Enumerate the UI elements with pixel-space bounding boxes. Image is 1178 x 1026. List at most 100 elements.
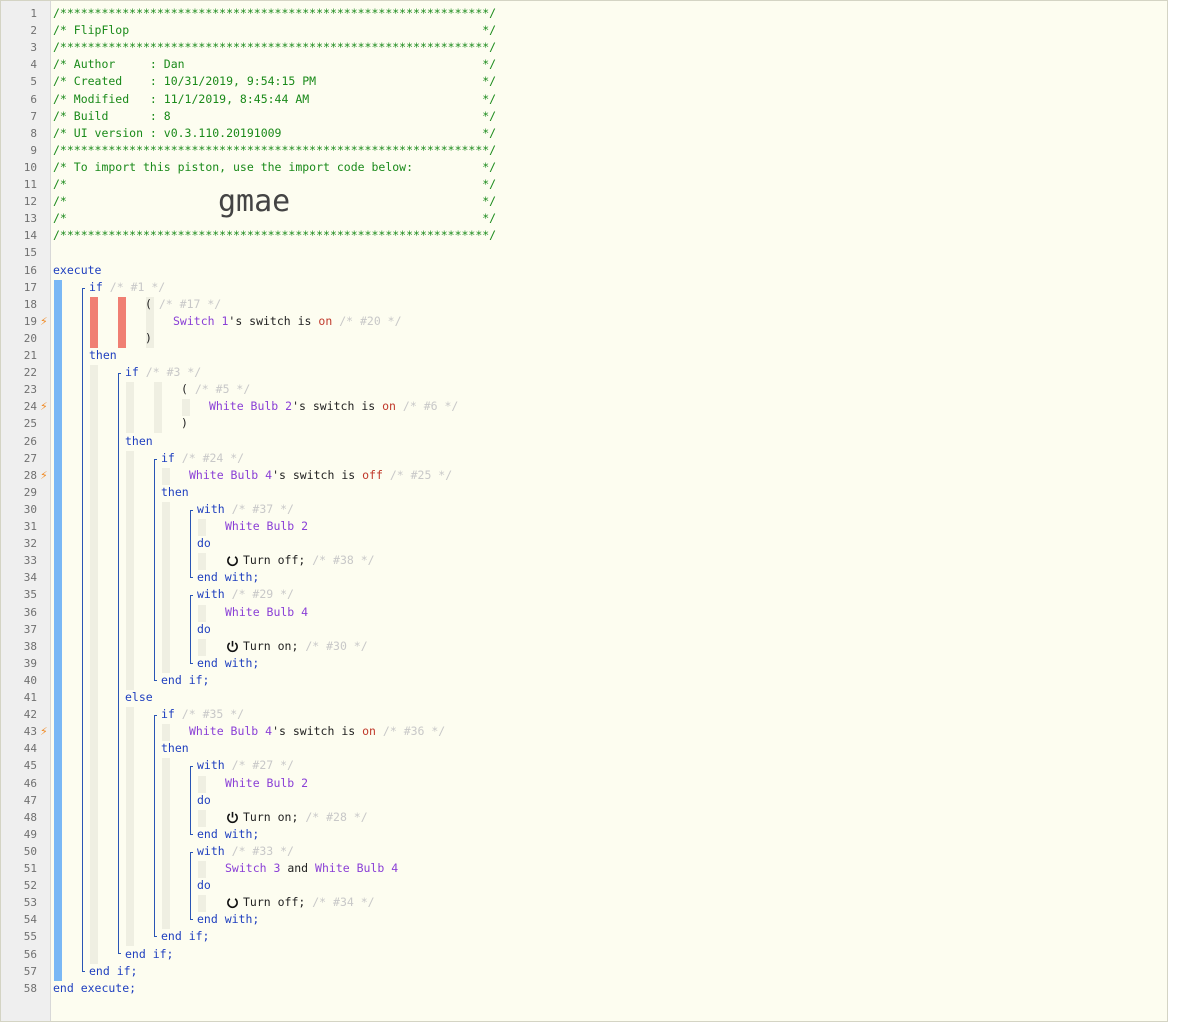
code-line: /* To import this piston, use the import…	[53, 159, 496, 175]
keyword-then: then	[89, 348, 117, 362]
line-number: 27	[23, 451, 37, 465]
power-on-icon	[227, 640, 238, 652]
lightning-bolt-icon: ⚡	[40, 468, 48, 482]
header-comment-line: /* To import this piston, use the import…	[53, 159, 497, 174]
line-number: 13	[23, 212, 37, 226]
statement-id: /* #25 */	[389, 467, 453, 482]
code-line: /* Build : 8 */	[53, 108, 496, 124]
indent-guide	[162, 501, 170, 673]
device-white-bulb-2[interactable]: White Bulb 2	[209, 399, 293, 414]
line-number: 50	[23, 844, 37, 858]
line-number: 56	[23, 947, 37, 961]
block-bracket	[154, 715, 157, 938]
code-line: end with;	[197, 826, 259, 842]
indent-guide	[198, 553, 206, 571]
indent-guide	[198, 638, 206, 656]
code-line: /* Author : Dan */	[53, 56, 496, 72]
block-bracket	[82, 287, 85, 972]
paren: )	[145, 330, 152, 345]
device-white-bulb-4[interactable]: White Bulb 4	[189, 467, 273, 482]
code-line: end if;	[125, 946, 173, 962]
action-turn-off: Turn off;	[243, 553, 306, 568]
statement-id: /* #30 */	[305, 638, 368, 653]
statement-id: /* #20 */	[339, 313, 402, 328]
lightning-bolt-icon: ⚡	[40, 400, 48, 414]
line-number: 48	[23, 810, 37, 824]
statement-id: /* #24 */	[181, 450, 245, 465]
line-number: 40	[23, 673, 37, 687]
keyword-end-with: end with;	[197, 570, 260, 585]
keyword-with: with	[197, 587, 225, 602]
line-number: 43	[23, 725, 37, 739]
header-comment-line: /***************************************…	[53, 142, 497, 157]
device-white-bulb-2[interactable]: White Bulb 2	[225, 775, 309, 790]
line-number: 34	[23, 571, 37, 585]
code-line: end with;	[197, 569, 259, 585]
line-number: 49	[23, 827, 37, 841]
code-line: do	[197, 792, 211, 808]
line-number: 58	[23, 981, 37, 995]
code-line: then	[161, 740, 189, 756]
statement-id: /* #37 */	[231, 501, 294, 516]
line-number: 54	[23, 913, 37, 927]
value-on: on	[362, 724, 376, 739]
header-comment-line: /* */	[53, 211, 497, 226]
statement-id: /* #27 */	[231, 758, 294, 773]
keyword-end-if: end if;	[125, 946, 174, 961]
line-number: 9	[30, 143, 37, 157]
statement-id: /* #33 */	[231, 843, 294, 858]
code-line: Turn off; /* #34 */	[243, 894, 375, 910]
keyword-if: if	[125, 365, 139, 380]
line-number: 3	[30, 41, 37, 55]
device-switch-1[interactable]: Switch 1	[173, 313, 229, 328]
code-line: end if;	[161, 928, 209, 944]
line-number: 47	[23, 793, 37, 807]
code-line: /***************************************…	[53, 142, 496, 158]
import-code: gmae	[218, 184, 291, 219]
keyword-end-with: end with;	[197, 912, 260, 927]
code-line: Turn on; /* #30 */	[243, 638, 368, 654]
lightning-bolt-icon: ⚡	[40, 314, 48, 328]
line-number: 11	[23, 178, 37, 191]
line-number: 2	[30, 24, 37, 38]
keyword-then: then	[161, 741, 189, 756]
device-white-bulb-4[interactable]: White Bulb 4	[315, 861, 399, 875]
keyword-do: do	[197, 621, 211, 636]
indent-guide	[198, 895, 206, 913]
indent-guide	[198, 809, 206, 827]
header-comment-line: /* Build : 8 */	[53, 108, 497, 123]
code-line: end with;	[197, 911, 259, 927]
code-line: /***************************************…	[53, 227, 496, 243]
indent-guide	[162, 758, 170, 930]
line-number: 32	[23, 537, 37, 551]
code-line: if /* #35 */	[161, 706, 244, 722]
paren: )	[181, 416, 188, 431]
line-number: 16	[23, 263, 37, 277]
header-comment-line: /***************************************…	[53, 228, 497, 243]
code-line: /* FlipFlop */	[53, 22, 496, 38]
line-number: 25	[23, 417, 37, 431]
block-bracket	[190, 595, 193, 664]
code-line: do	[197, 877, 211, 893]
code-line: Switch 3 and White Bulb 4	[225, 860, 398, 876]
code-line: /* Modified : 11/1/2019, 8:45:44 AM */	[53, 91, 496, 107]
code-line: /* UI version : v0.3.110.20191009 */	[53, 125, 496, 141]
indent-guide	[146, 296, 154, 348]
line-number: 41	[23, 691, 37, 704]
block-bracket	[190, 851, 193, 921]
line-number: 22	[23, 366, 37, 380]
header-comment-line: /***************************************…	[53, 6, 497, 20]
code-line: White Bulb 2	[225, 775, 308, 791]
device-white-bulb-4[interactable]: White Bulb 4	[225, 604, 309, 619]
indent-guide	[162, 724, 170, 742]
value-on: on	[382, 399, 396, 414]
line-number: 29	[23, 485, 37, 499]
lightning-bolt-icon: ⚡	[40, 725, 48, 739]
device-white-bulb-4[interactable]: White Bulb 4	[189, 724, 273, 739]
code-line: if /* #3 */	[125, 364, 201, 380]
device-white-bulb-2[interactable]: White Bulb 2	[225, 519, 309, 533]
code-line: /* */	[53, 176, 496, 192]
code-line: with /* #33 */	[197, 843, 294, 859]
device-switch-3[interactable]: Switch 3	[225, 861, 281, 875]
value-off: off	[362, 467, 383, 482]
